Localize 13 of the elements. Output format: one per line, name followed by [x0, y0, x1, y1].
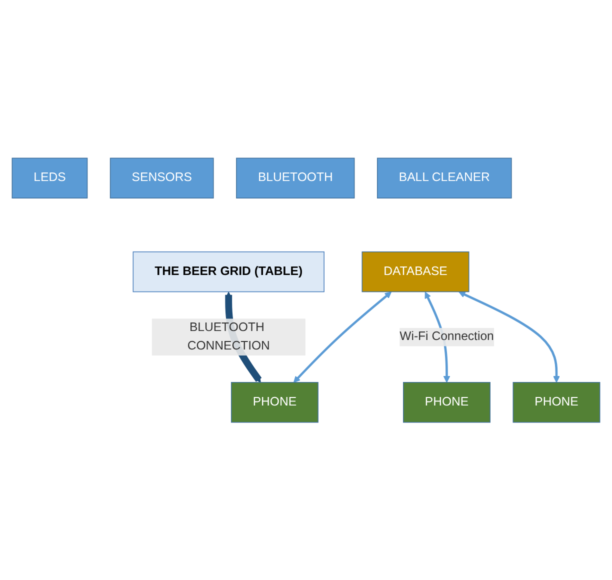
edge-label: Wi-Fi Connection [400, 330, 494, 343]
node-box: LEDS [12, 158, 88, 198]
node-box: PHONE [512, 382, 600, 422]
node-box: DATABASE [362, 251, 470, 292]
node-box: SENSORS [110, 158, 214, 198]
node-box: PHONE [403, 382, 490, 422]
edge-label: BLUETOOTH CONNECTION [187, 320, 270, 352]
arrow [293, 291, 392, 382]
node-box: BLUETOOTH [236, 158, 355, 198]
node-box: PHONE [230, 382, 318, 422]
arrow [458, 291, 560, 382]
node-box: BALL CLEANER [376, 158, 512, 198]
node-box: THE BEER GRID (TABLE) [132, 251, 324, 292]
